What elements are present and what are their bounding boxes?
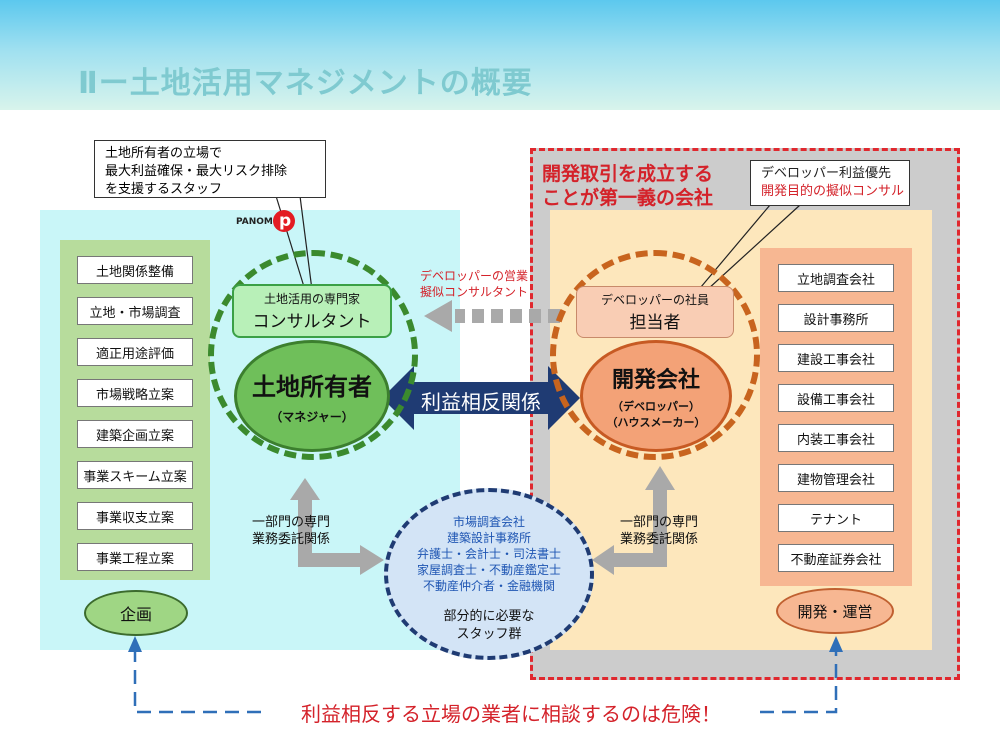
developer-staff-main: 担当者 [629,313,681,333]
staff-foot1: 部分的に必要な [443,609,535,624]
delegation-left-line2: 業務委託関係 [252,532,331,547]
delegation-arrowhead-left-right [360,545,384,575]
panomi-logo: PANOMI p [236,210,296,236]
pseudo-consult-line2: 擬似コンサルタント [420,285,529,299]
consultant-main: コンサルタント [252,312,372,332]
list-item: 建物管理会社 [778,464,894,492]
delegation-label-left: 一部門の専門 業務委託関係 [252,514,330,548]
warning-arrowhead-right [829,636,843,652]
logo-text: PANOMI [236,217,277,227]
consultant-sub: 土地活用の専門家 [263,292,360,306]
developer-heading: 開発取引を成立する ことが第一義の会社 [542,162,713,210]
developer-heading-line2: ことが第一義の会社 [542,187,714,209]
warning-text: 利益相反する立場の業者に相談するのは危険！ [301,702,721,726]
staff-group-circle [384,488,594,660]
developer-ring [550,250,760,460]
pseudo-consult-arrowhead [424,300,452,332]
developer-main: 開発会社 [611,368,700,393]
pseudo-consult-line1: デベロッパーの営業 [420,269,529,283]
staff-line: 市場調査会社 [452,515,525,529]
list-item: 内装工事会社 [778,424,894,452]
delegation-right-line1: 一部門の専門 [620,515,699,530]
logo-mark-icon: p [273,210,295,232]
right-callout-line2: 開発目的の擬似コンサル [761,184,905,199]
list-item: 設備工事会社 [778,384,894,412]
developer-sub2: （ハウスメーカー） [606,416,706,429]
list-item: 設計事務所 [778,304,894,332]
list-item: 事業スキーム立案 [77,461,193,489]
list-item: 立地・市場調査 [77,297,193,325]
left-callout-line1: 土地所有者の立場で [105,146,223,161]
list-item: 適正用途評価 [77,338,193,366]
delegation-arrowhead-right-left [592,545,614,575]
landowner-circle: 土地所有者 （マネジャー） [234,340,390,452]
right-callout-line1: デベロッパー利益優先 [761,166,892,181]
landowner-sub: （マネジャー） [270,410,354,424]
pseudo-consult-label: デベロッパーの営業 擬似コンサルタント [420,268,528,300]
warning-connector-left [133,648,262,714]
staff-foot2: スタッフ群 [456,627,522,642]
delegation-arrowhead-right-up [645,466,675,490]
developer-staff-box: デベロッパーの社員 担当者 [576,286,734,338]
staff-line: 弁護士・会計士・司法書士 [416,547,561,561]
delegation-left-line1: 一部門の専門 [252,515,331,530]
dev-ops-oval: 開発・運営 [776,588,894,634]
header-band [0,0,1000,110]
right-callout: デベロッパー利益優先 開発目的の擬似コンサル [750,160,910,206]
planning-oval: 企画 [84,590,188,636]
developer-circle: 開発会社 （デベロッパー） （ハウスメーカー） [580,340,732,452]
left-callout: 土地所有者の立場で 最大利益確保・最大リスク排除 を支援するスタッフ [94,140,326,198]
list-item: 建設工事会社 [778,344,894,372]
left-callout-line2: 最大利益確保・最大リスク排除 [105,164,288,179]
delegation-arrow-right [612,488,667,567]
list-item: 事業工程立案 [77,543,193,571]
staff-line: 不動産仲介者・金融機関 [422,579,555,593]
warning-arrowhead-left [128,636,142,652]
list-item: 市場戦略立案 [77,379,193,407]
dev-ops-label: 開発・運営 [797,602,873,621]
list-item: 不動産証券会社 [778,544,894,572]
delegation-right-line2: 業務委託関係 [620,532,699,547]
owner-ring [208,250,418,460]
planning-label: 企画 [119,605,152,624]
list-item: 立地調査会社 [778,264,894,292]
developer-sub1: （デベロッパー） [612,400,700,413]
staff-list: 市場調査会社 建築設計事務所 弁護士・会計士・司法書士 家屋調査士・不動産鑑定士… [384,514,594,594]
staff-line: 建築設計事務所 [446,531,531,545]
delegation-label-right: 一部門の専門 業務委託関係 [620,514,698,548]
delegation-arrow-left [298,498,362,567]
list-item: 建築企画立案 [77,420,193,448]
developer-staff-sub: デベロッパーの社員 [600,293,709,307]
consultant-box: 土地活用の専門家 コンサルタント [232,284,392,338]
list-item: 土地関係整備 [77,256,193,284]
planning-task-list: 土地関係整備 立地・市場調査 適正用途評価 市場戦略立案 建築企画立案 事業スキ… [60,240,210,580]
landowner-main: 土地所有者 [252,373,372,401]
developer-heading-line1: 開発取引を成立する [542,163,714,185]
list-item: 事業収支立案 [77,502,193,530]
staff-footer: 部分的に必要な スタッフ群 [384,608,594,644]
delegation-arrowhead-left-up [290,478,320,500]
conflict-double-arrow [382,366,580,430]
developer-partner-list: 立地調査会社 設計事務所 建設工事会社 設備工事会社 内装工事会社 建物管理会社… [760,248,912,586]
page-title: Ⅱー土地活用マネジメントの概要 [78,66,533,101]
conflict-label: 利益相反関係 [421,390,541,414]
warning-connector-right [760,648,838,714]
list-item: テナント [778,504,894,532]
staff-line: 家屋調査士・不動産鑑定士 [416,563,561,577]
left-callout-line3: を支援するスタッフ [105,182,223,197]
